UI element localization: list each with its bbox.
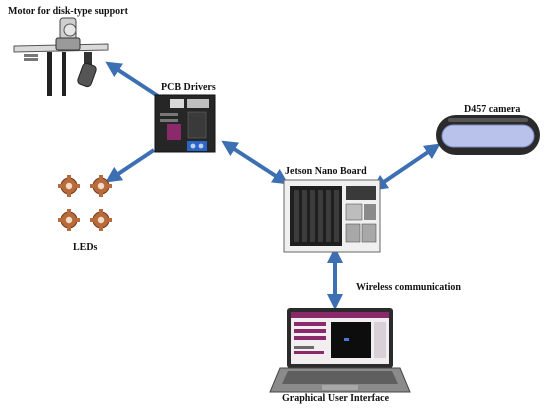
pcb-driver-icon <box>154 94 216 153</box>
laptop-gui-icon <box>269 308 411 393</box>
arrow-pcb-to-leds <box>105 148 156 183</box>
led-cluster-icon <box>58 175 112 231</box>
wireless-label: Wireless communication <box>356 282 461 293</box>
arrow-pcb-jetson <box>221 140 289 185</box>
pcb-label: PCB Drivers <box>161 82 216 93</box>
camera-label: D457 camera <box>464 104 521 115</box>
gui-label: Graphical User Interface <box>282 393 390 404</box>
jetson-label: Jetson Nano Board <box>285 166 367 177</box>
motor-label: Motor for disk-type support <box>8 6 128 17</box>
jetson-board-icon <box>283 179 381 253</box>
connection-arrows <box>105 61 441 310</box>
arrow-pcb-to-motor <box>105 61 160 98</box>
motor-assembly-icon <box>13 17 109 96</box>
arrow-jetson-camera <box>371 143 441 191</box>
leds-label: LEDs <box>73 242 98 253</box>
depth-camera-icon <box>436 115 540 155</box>
